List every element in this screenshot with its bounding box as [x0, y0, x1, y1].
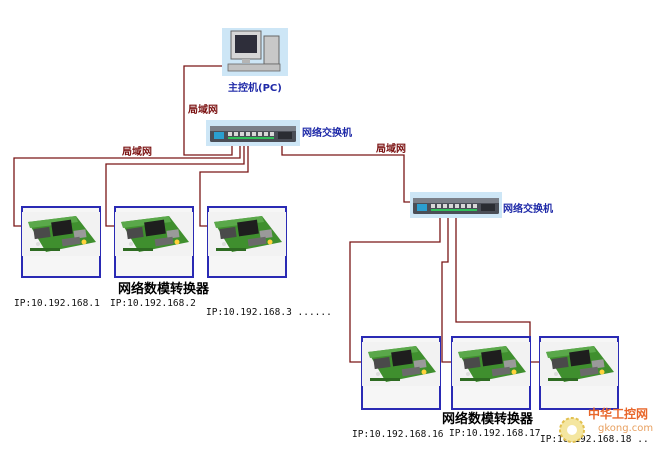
wire-switch1-device1	[13, 144, 241, 227]
lan-label-left: 局域网	[121, 145, 152, 158]
wire-switch2-device4	[349, 216, 441, 363]
group-1-label: 网络数模转换器	[118, 281, 210, 297]
converter-device-6	[539, 336, 619, 410]
converter-device-2	[114, 206, 194, 278]
watermark-url: gkong.com	[598, 423, 653, 434]
converter-device-4	[361, 336, 441, 410]
switch-2-label: 网络交换机	[503, 202, 553, 215]
device-6-ip: IP:10.192.168.18 ..	[540, 434, 649, 445]
lan-label-pc: 局域网	[187, 103, 218, 116]
wires	[13, 65, 540, 363]
watermark-name: 中华工控网	[588, 406, 648, 421]
device-3-ip: IP:10.192.168.3 ......	[206, 307, 332, 318]
device-1-ip: IP:10.192.168.1	[14, 298, 100, 309]
wire-switch1-device2	[105, 144, 245, 227]
device-4-ip: IP:10.192.168.16	[352, 429, 444, 440]
network-switch-1	[206, 120, 300, 146]
switch-1-label: 网络交换机	[302, 126, 352, 139]
wire-switch1-switch2	[281, 140, 416, 203]
network-switch-2	[410, 192, 502, 218]
wire-pc-switch	[183, 65, 233, 156]
converter-device-5	[451, 336, 531, 410]
converter-device-1	[21, 206, 101, 278]
lan-label-right: 局域网	[375, 142, 406, 155]
wire-switch2-device6	[455, 216, 540, 363]
pc-keyboard	[227, 63, 281, 72]
pc-label: 主控机(PC)	[228, 81, 282, 94]
pc-stand	[242, 59, 250, 63]
watermark-gear-icon	[559, 417, 585, 443]
converter-device-3	[207, 206, 287, 278]
device-2-ip: IP:10.192.168.2	[110, 298, 196, 309]
device-5-ip: IP:10.192.168.17	[449, 428, 541, 439]
group-2-label: 网络数模转换器	[442, 411, 534, 427]
wire-switch1-device3	[199, 144, 249, 227]
pc-tower	[263, 35, 280, 65]
main-pc	[222, 28, 288, 76]
pc-screen	[235, 35, 257, 53]
wire-switch2-device5	[441, 216, 452, 363]
